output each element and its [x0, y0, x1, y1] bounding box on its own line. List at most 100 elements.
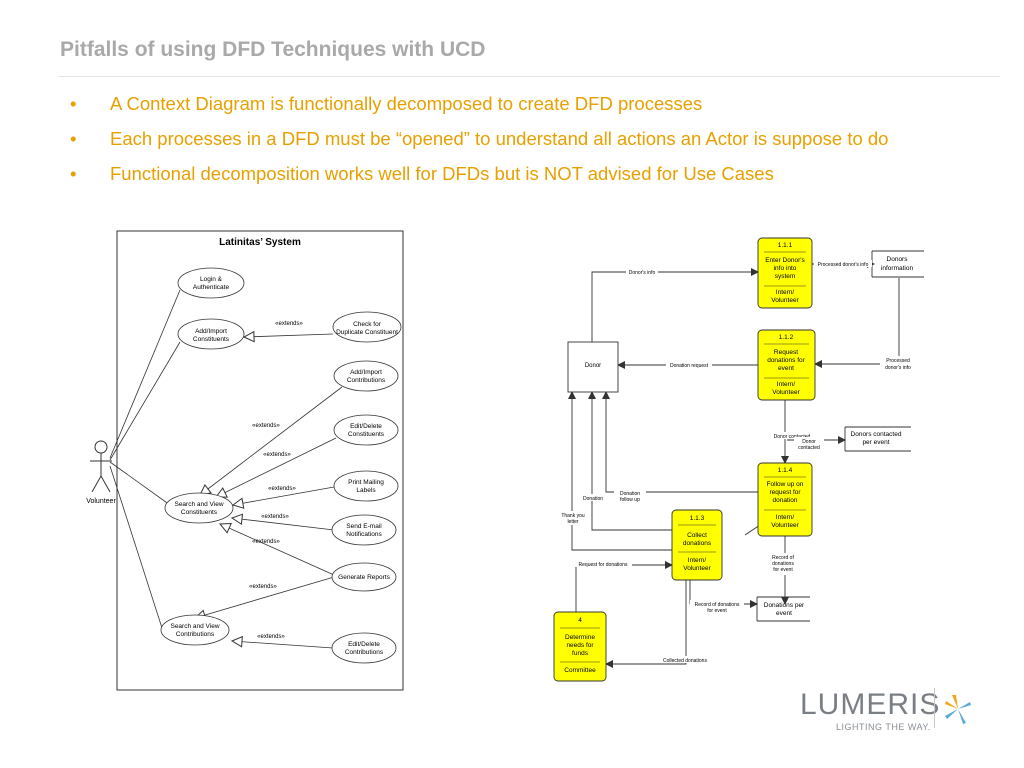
svg-text:1.1.1: 1.1.1	[778, 242, 793, 249]
bullet-item: • Functional decomposition works well for…	[70, 162, 970, 186]
slide-title: Pitfalls of using DFD Techniques with UC…	[60, 38, 486, 61]
logo-divider	[934, 688, 935, 728]
svg-text:Login &: Login &	[200, 276, 223, 283]
extends-arrows	[195, 334, 343, 649]
data-stores: Donors information Donors contacted per …	[756, 250, 924, 622]
flow-label: Donor's info	[629, 270, 656, 276]
flow-label: Record of donations	[695, 602, 740, 608]
svg-text:Add/Import: Add/Import	[350, 369, 382, 376]
flow-label: Processed donor's info	[818, 262, 869, 268]
flow-label: Processed	[886, 358, 910, 364]
svg-text:Constituents: Constituents	[348, 431, 385, 438]
flow-label: Donor contacted	[774, 434, 811, 440]
bullet-marker: •	[70, 163, 77, 184]
star-logo-icon	[945, 695, 971, 724]
logo-wordmark: LUMERIS	[800, 688, 941, 721]
system-title: Latinitas’ System	[219, 237, 301, 248]
svg-text:Generate Reports: Generate Reports	[338, 574, 390, 581]
svg-text:Volunteer: Volunteer	[772, 389, 800, 396]
svg-text:Intern/: Intern/	[776, 514, 795, 521]
process-1-1-2: 1.1.2 Request donations for event Intern…	[757, 329, 816, 401]
extends-label: «extends»	[263, 452, 291, 458]
use-case-add-import-constituents: Add/Import Constituents	[177, 318, 245, 350]
system-boundary	[116, 230, 404, 691]
svg-text:Constituents: Constituents	[193, 336, 230, 343]
store-donors-information: Donors information	[871, 250, 924, 278]
bullet-list: • A Context Diagram is functionally decom…	[70, 92, 970, 197]
svg-text:donations: donations	[683, 540, 712, 547]
bullet-item: • Each processes in a DFD must be “opened…	[70, 127, 970, 151]
process-1-1-1: 1.1.1 Enter Donor's info into system Int…	[757, 237, 813, 309]
svg-text:info into: info into	[774, 265, 797, 272]
donor-label: Donor	[585, 363, 601, 369]
svg-text:Search and View: Search and View	[170, 623, 219, 630]
use-case-edit-delete-contributions: Edit/Delete Contributions	[331, 632, 397, 664]
extends-label: «extends»	[252, 423, 280, 429]
svg-text:donations for: donations for	[767, 357, 805, 364]
use-case-edit-delete-constituents: Edit/Delete Constituents	[333, 414, 399, 446]
svg-text:Donors contacted: Donors contacted	[851, 431, 902, 438]
svg-text:Request: Request	[774, 349, 798, 356]
svg-text:1.1.4: 1.1.4	[778, 467, 793, 474]
svg-text:event: event	[776, 610, 792, 617]
svg-text:1.1.3: 1.1.3	[690, 515, 705, 522]
bullet-text: Functional decomposition works well for …	[110, 163, 774, 184]
flow-label: Donor	[802, 439, 816, 445]
use-case-print-labels: Print Mailing Labels	[333, 470, 399, 502]
extends-label: «extends»	[257, 634, 285, 640]
extends-label: «extends»	[261, 514, 289, 520]
svg-text:Contributions: Contributions	[345, 649, 384, 656]
svg-text:Volunteer: Volunteer	[771, 297, 799, 304]
use-case-send-email: Send E-mail Notifications	[331, 514, 397, 546]
flow-label: follow up	[620, 497, 640, 503]
bullet-marker: •	[70, 93, 77, 114]
flow-label: Request for donations	[579, 562, 628, 568]
actor-associations	[109, 289, 181, 629]
bullet-text: A Context Diagram is functionally decomp…	[110, 93, 703, 114]
actor-label: Volunteer	[86, 498, 116, 505]
svg-text:1.1.2: 1.1.2	[779, 334, 794, 341]
flow-label: donor's info	[885, 365, 911, 371]
use-case-add-import-contributions: Add/Import Contributions	[333, 360, 399, 392]
svg-text:Add/Import: Add/Import	[195, 328, 227, 335]
svg-text:per event: per event	[862, 439, 889, 446]
actor-figure	[90, 440, 112, 493]
use-case-login: Login & Authenticate	[177, 267, 245, 299]
svg-text:system: system	[775, 273, 796, 280]
svg-text:Collect: Collect	[687, 532, 707, 539]
svg-text:Edit/Delete: Edit/Delete	[350, 423, 382, 430]
svg-text:Volunteer: Volunteer	[771, 522, 799, 529]
process-1-1-3: 1.1.3 Collect donations Intern/ Voluntee…	[671, 509, 723, 581]
svg-text:Committee: Committee	[564, 667, 596, 674]
svg-text:Duplicate Constituent: Duplicate Constituent	[336, 329, 398, 336]
bullet-item: • A Context Diagram is functionally decom…	[70, 92, 970, 116]
flow-label: Donation request	[670, 363, 709, 369]
use-case-check-duplicate: Check for Duplicate Constituent	[332, 311, 402, 343]
extends-label: «extends»	[268, 486, 296, 492]
svg-text:Contributions: Contributions	[176, 631, 215, 638]
svg-text:funds: funds	[572, 650, 589, 657]
flow-label: Donation	[620, 491, 640, 497]
svg-text:Search and View: Search and View	[174, 501, 223, 508]
extends-label: «extends»	[249, 584, 277, 590]
extends-labels: «extends» «extends» «extends» «extends» …	[249, 321, 303, 640]
svg-text:Volunteer: Volunteer	[683, 565, 711, 572]
process-1-1-4: 1.1.4 Follow up on request for donation …	[757, 462, 813, 537]
bullet-text: Each processes in a DFD must be “opened”…	[110, 128, 889, 149]
svg-text:donation: donation	[773, 497, 798, 504]
flow-label: Record of	[772, 555, 794, 561]
dfd-processes: 1.1.1 Enter Donor's info into system Int…	[553, 237, 816, 682]
extends-label: «extends»	[252, 539, 280, 545]
flow-labels: Donor's info Processed donor's info Proc…	[558, 260, 916, 664]
company-logo: LUMERIS LIGHTING THE WAY.	[800, 686, 980, 736]
use-case-generate-reports: Generate Reports	[331, 562, 397, 592]
svg-text:Notifications: Notifications	[346, 531, 382, 538]
svg-text:information: information	[881, 265, 914, 272]
flow-label: contacted	[798, 445, 820, 451]
bullet-marker: •	[70, 128, 77, 149]
svg-text:Donors: Donors	[887, 256, 909, 263]
svg-text:Intern/: Intern/	[776, 289, 795, 296]
svg-text:Enter Donor's: Enter Donor's	[765, 257, 805, 264]
svg-text:4: 4	[578, 617, 582, 624]
